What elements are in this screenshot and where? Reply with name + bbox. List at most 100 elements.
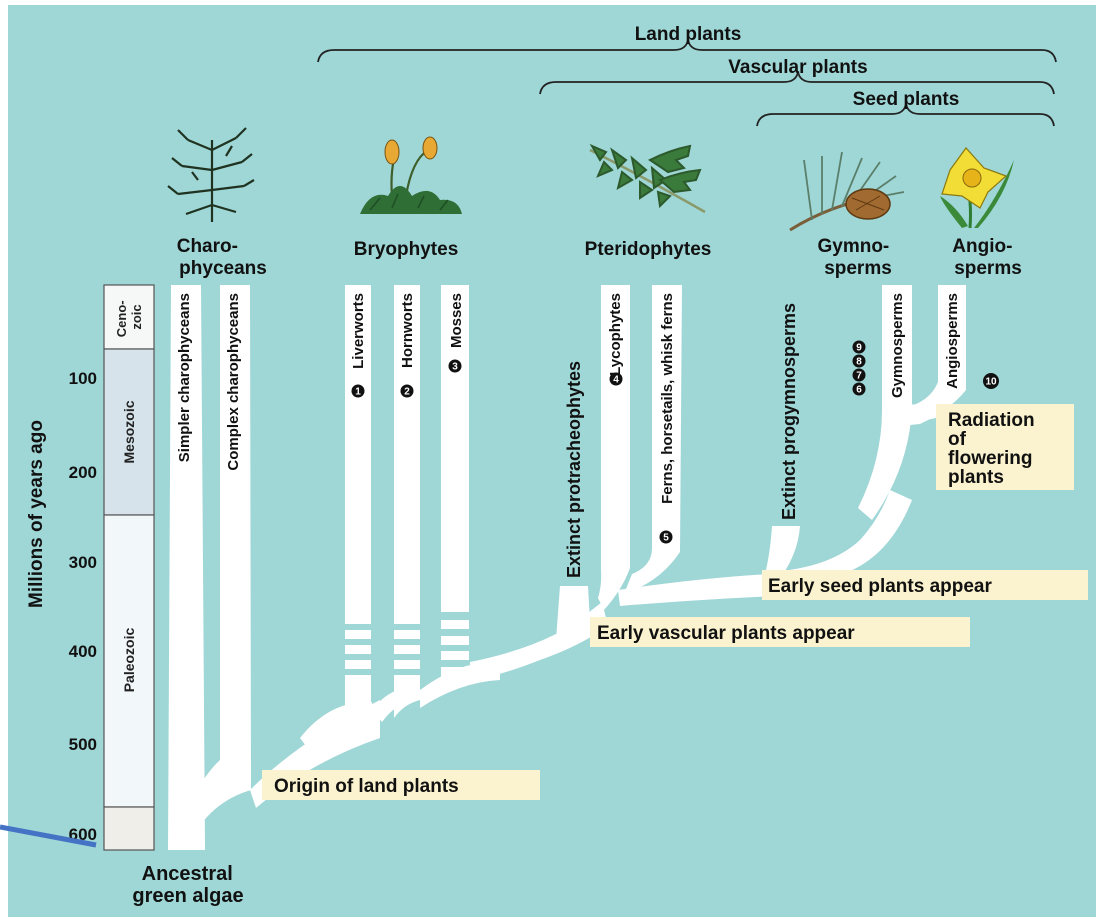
mosses-label: Mosses: [448, 293, 465, 348]
branch-seed-plants: [618, 574, 775, 606]
liverworts-label: Liverworts: [350, 293, 367, 369]
callout-early-seed-box: [762, 570, 1088, 600]
branch-lycophytes: [598, 285, 630, 610]
era-mesozoic-label: Mesozoic: [121, 400, 137, 463]
marker-angiosperms-number: 10: [985, 377, 997, 388]
y-tick-300: 300: [69, 553, 97, 572]
extinct-progymnosperms-label: Extinct progymnosperms: [779, 303, 799, 520]
callout-early-vascular-box: [590, 617, 970, 647]
marker-gymnosperm-6-number: 6: [856, 385, 862, 396]
era-precambrian-band: [103, 806, 155, 851]
marker-angiosperms: 10: [983, 373, 999, 389]
branch-hornworts: [394, 285, 420, 624]
gymnosperms-label: Gymnosperms: [889, 293, 906, 398]
branch-mosses: [441, 285, 469, 612]
lineage-markers: 1 2 3 4 5 6 7 8: [351, 340, 999, 544]
gymnosperms-title-line-2: sperms: [824, 258, 892, 279]
marker-gymnosperm-9: 9: [852, 340, 866, 354]
marker-mosses-number: 3: [452, 362, 458, 373]
callout-radiation-line-2: of: [948, 429, 967, 450]
hornworts-label: Hornworts: [399, 293, 416, 368]
simpler-charophyceans-label: Simpler charophyceans: [176, 293, 193, 462]
branch-liverworts: [345, 285, 371, 624]
callout-radiation-line-4: plants: [948, 467, 1004, 488]
era-paleozoic-label: Paleozoic: [121, 628, 137, 693]
connector-line: [0, 824, 97, 848]
callout-early-vascular: Early vascular plants appear: [590, 617, 970, 647]
charophycean-illustration: [167, 127, 255, 222]
angiosperms-title-line-2: sperms: [954, 258, 1022, 279]
land-plants-bracket: [317, 39, 1057, 63]
marker-gymnosperm-9-number: 9: [856, 343, 862, 354]
ancestral-line-1: Ancestral: [142, 863, 233, 885]
y-axis-label: Millions of years ago: [26, 420, 47, 608]
branch-complex-charophyceans: [170, 285, 251, 842]
charophyceans-title-line-2: phyceans: [179, 258, 267, 279]
angiosperm-illustration: [940, 147, 1014, 229]
y-axis-ticks: 100 200 300 400 500 600: [69, 369, 97, 844]
callout-radiation: Radiation of flowering plants: [936, 404, 1074, 490]
y-tick-500: 500: [69, 735, 97, 754]
marker-gymnosperm-7-number: 7: [856, 371, 862, 382]
marker-liverworts-number: 1: [355, 387, 361, 398]
gymnosperm-illustration: [789, 151, 905, 232]
marker-hornworts: 2: [400, 384, 414, 398]
era-cenozoic-label-line-1: Ceno-: [114, 300, 129, 337]
marker-hornworts-number: 2: [404, 387, 410, 398]
charophyceans-title-line-1: Charo-: [177, 236, 238, 257]
marker-liverworts: 1: [351, 384, 365, 398]
angiosperms-title-line-1: Angio-: [952, 236, 1012, 257]
callout-radiation-text: Radiation of flowering plants: [948, 410, 1040, 488]
marker-lycophytes: 4: [609, 372, 623, 386]
charophyceans-title: Charo- phyceans: [177, 236, 267, 279]
callout-early-seed: Early seed plants appear: [762, 570, 1088, 600]
y-tick-100: 100: [69, 369, 97, 388]
marker-mosses: 3: [448, 359, 462, 373]
complex-charophyceans-label: Complex charophyceans: [225, 293, 242, 471]
callout-radiation-line-1: Radiation: [948, 410, 1035, 431]
marker-lycophytes-number: 4: [613, 375, 619, 386]
marker-gymnosperm-8: 8: [852, 354, 866, 368]
era-mesozoic-band: [103, 348, 155, 516]
branch-extinct-progymnosperms: [764, 526, 800, 584]
era-cenozoic-label-line-2: zoic: [129, 304, 144, 329]
branch-gymnosperms: [858, 285, 912, 520]
marker-gymnosperm-6: 6: [852, 382, 866, 396]
land-plants-label: Land plants: [635, 24, 742, 45]
callout-early-seed-text: Early seed plants appear: [768, 576, 992, 597]
y-tick-200: 200: [69, 463, 97, 482]
callout-origin-land-plants-text: Origin of land plants: [274, 776, 459, 797]
extinct-protracheophytes-label: Extinct protracheophytes: [564, 361, 584, 578]
ancestral-green-algae-label: Ancestral green algae: [132, 863, 243, 907]
brackets: [317, 39, 1057, 127]
ancestral-line-2: green algae: [132, 885, 243, 907]
marker-ferns-number: 5: [663, 533, 669, 544]
seed-plants-label: Seed plants: [853, 89, 960, 110]
geologic-time-column: [103, 284, 155, 851]
angiosperms-title: Angio- sperms: [952, 236, 1022, 279]
callout-origin-land-plants-box: [262, 770, 540, 800]
branch-simpler-charophyceans: [168, 285, 205, 850]
callout-radiation-box: [936, 404, 1074, 490]
bryophyte-illustration: [360, 136, 462, 214]
pteridophyte-illustration: [589, 143, 706, 214]
y-tick-400: 400: [69, 642, 97, 661]
vascular-plants-label: Vascular plants: [728, 57, 867, 78]
lineage-labels: Simpler charophyceans Complex charophyce…: [176, 293, 961, 578]
era-cenozoic-label: Ceno- zoic: [114, 297, 144, 337]
vascular-plants-bracket: [539, 71, 1055, 95]
gymnosperms-title-line-1: Gymno-: [817, 236, 889, 257]
pteridophytes-title: Pteridophytes: [585, 239, 712, 260]
marker-ferns: 5: [659, 530, 673, 544]
branch-extinct-protracheophytes: [556, 586, 590, 640]
branch-angiosperms: [900, 285, 966, 426]
callout-early-vascular-text: Early vascular plants appear: [597, 623, 855, 644]
callout-origin-land-plants: Origin of land plants: [262, 770, 540, 800]
marker-gymnosperm-7: 7: [852, 368, 866, 382]
branch-ferns: [624, 285, 682, 594]
lycophytes-label: Lycophytes: [607, 293, 624, 376]
gymnosperms-title: Gymno- sperms: [817, 236, 894, 279]
callout-radiation-line-3: flowering: [948, 448, 1032, 469]
era-cenozoic-band: [103, 284, 155, 350]
